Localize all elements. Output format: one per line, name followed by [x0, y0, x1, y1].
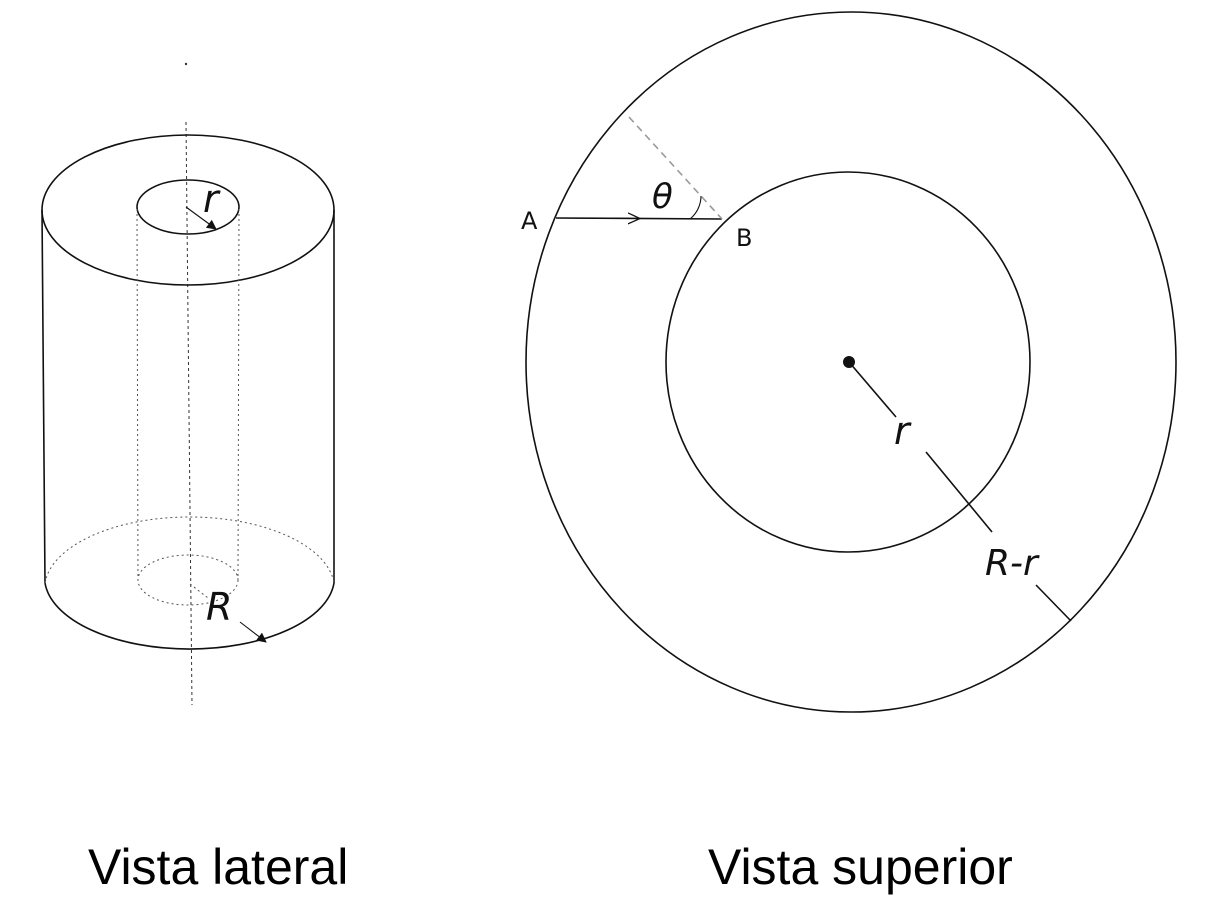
inner-bottom-ellipse	[137, 554, 239, 606]
point-b-label: B	[736, 224, 752, 252]
inner-top-ellipse	[136, 179, 240, 235]
ray-arrowhead	[555, 218, 640, 219]
cylinder-axis	[185, 121, 193, 706]
outer-bottom-back	[44, 516, 335, 584]
outer-wall-left	[41, 209, 46, 584]
outer-radius-arrow	[239, 621, 267, 643]
top-view-caption: Vista superior	[708, 839, 1013, 895]
inner-radius-arrow	[185, 206, 217, 230]
top-view-annulus: r R-r θ A B	[521, 11, 1177, 713]
angle-arc	[689, 195, 702, 220]
inner-wall-right	[237, 208, 240, 581]
difference-line-lower	[1035, 584, 1072, 622]
outer-radius-arrow-left	[189, 583, 209, 599]
radius-line	[848, 361, 897, 418]
point-a-label: A	[521, 207, 538, 235]
side-view-caption: Vista lateral	[88, 839, 349, 895]
side-view-cylinder: r R	[41, 62, 335, 706]
inner-wall-left	[136, 208, 139, 581]
angle-label: θ	[652, 177, 673, 217]
difference-label: R-r	[985, 543, 1040, 584]
inner-radius-label: r	[203, 177, 221, 221]
normal-dashed-line	[628, 116, 723, 220]
radius-label: r	[894, 409, 912, 453]
axis-top-dot	[184, 62, 188, 66]
outer-radius-label: R	[206, 585, 232, 629]
inner-circle	[665, 171, 1031, 553]
outer-circle	[525, 11, 1177, 713]
difference-line-upper	[925, 451, 993, 533]
outer-bottom-front	[44, 582, 335, 650]
outer-top-ellipse	[41, 134, 335, 286]
